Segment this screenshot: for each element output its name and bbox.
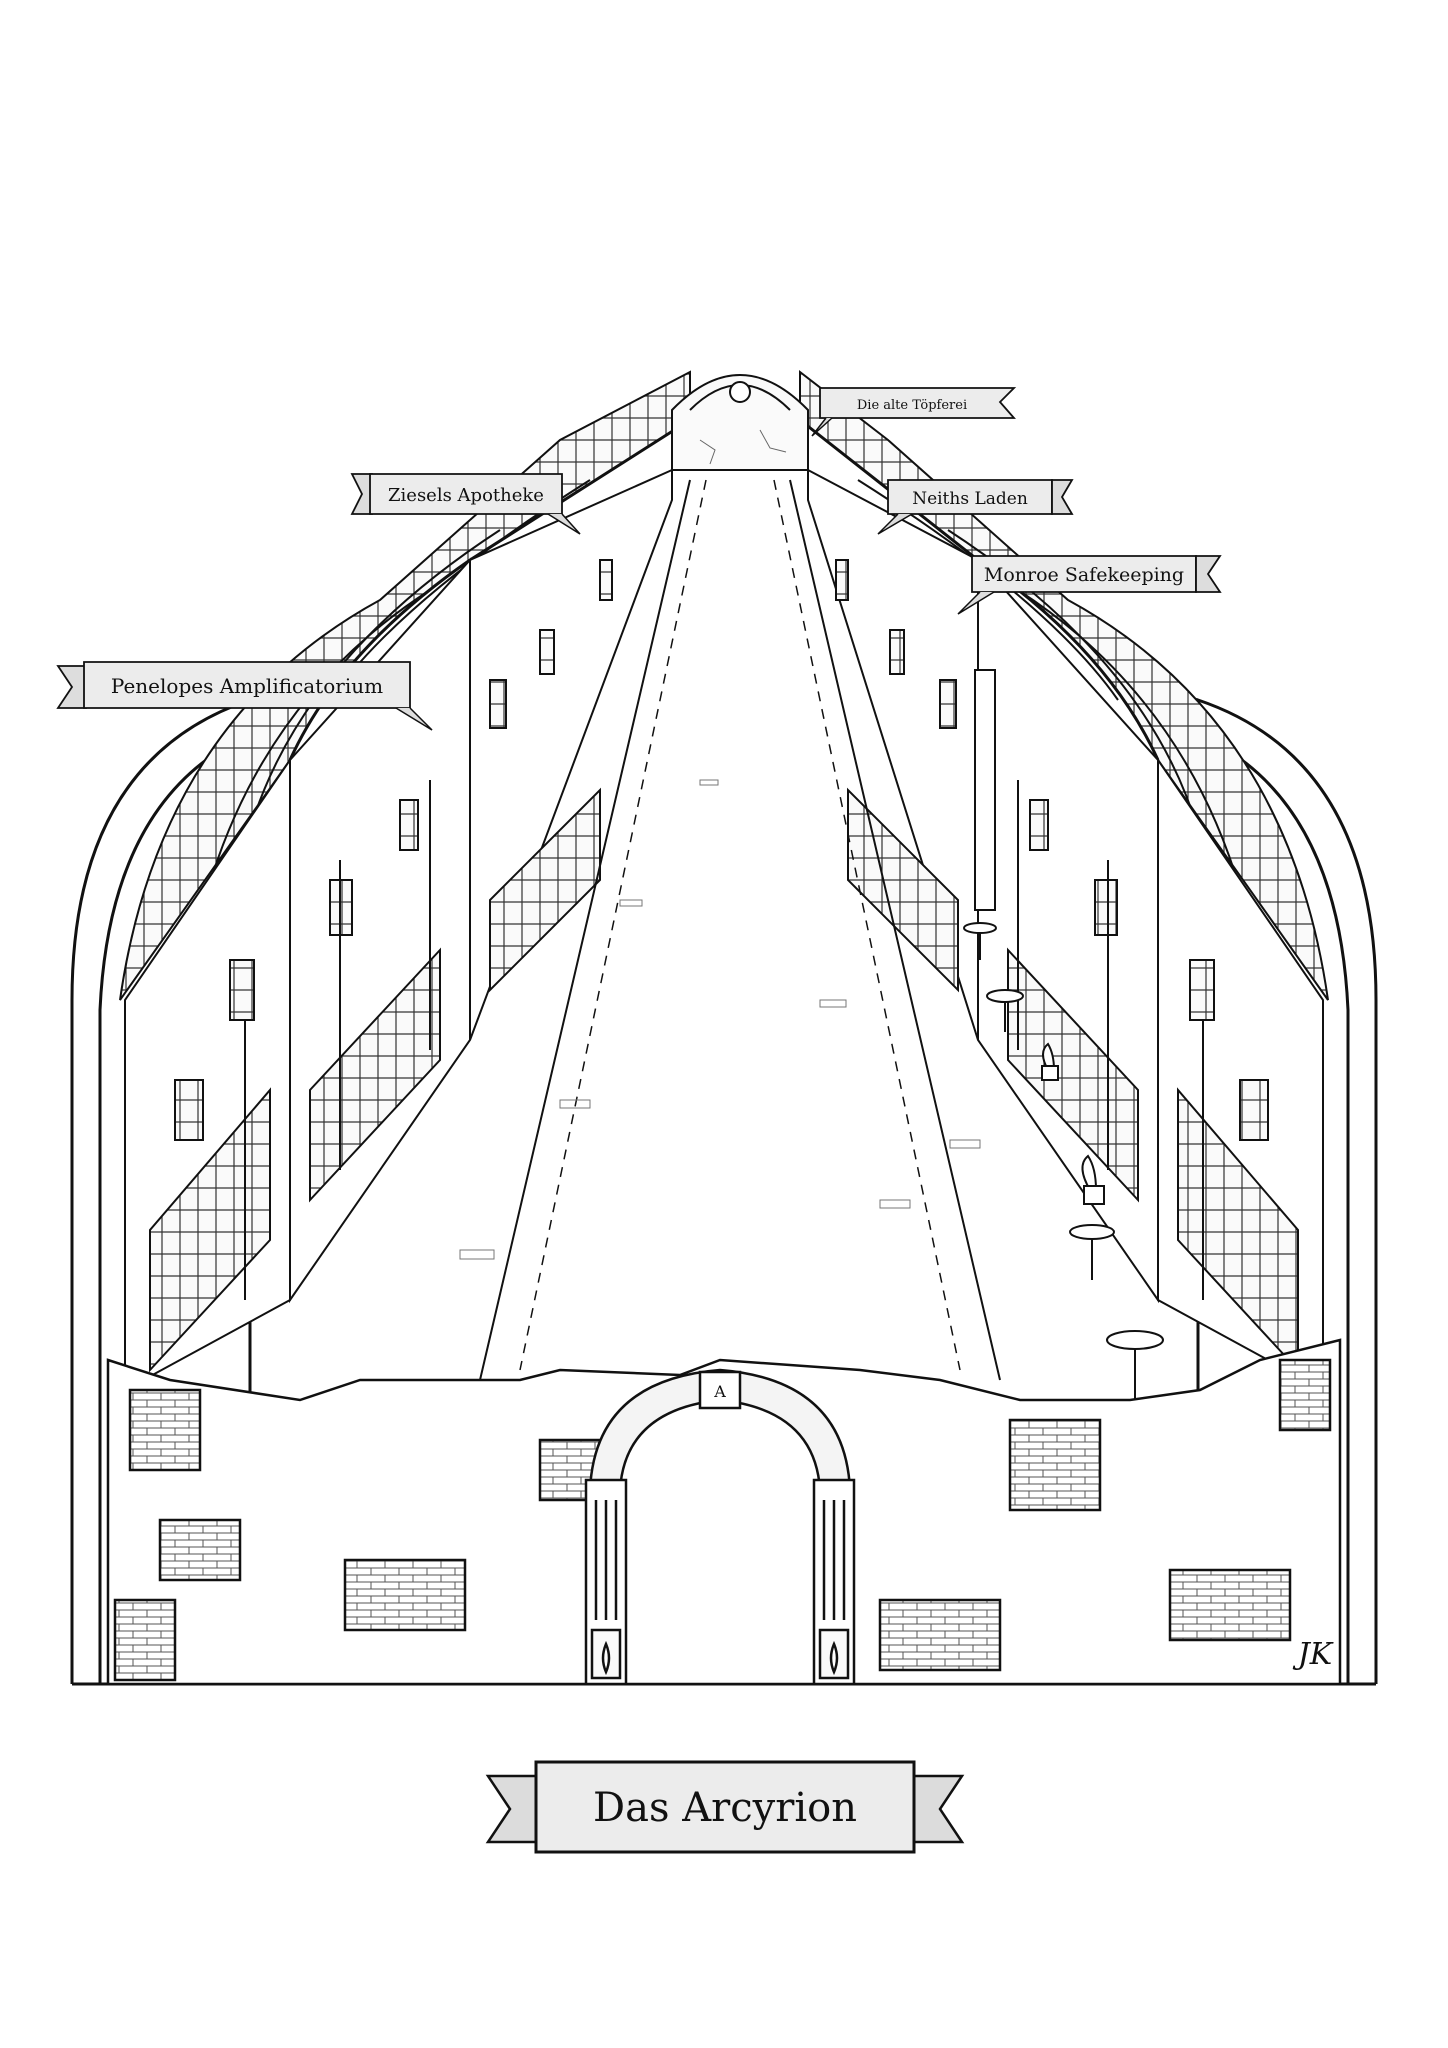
window xyxy=(1029,799,1049,851)
window xyxy=(1094,879,1118,936)
window xyxy=(399,799,419,851)
brick-patch xyxy=(128,1388,202,1472)
brick-patch xyxy=(1278,1358,1332,1432)
label-neiths-laden[interactable]: Neiths Laden xyxy=(877,479,1074,535)
title-banner: Das Arcyrion xyxy=(485,1760,965,1854)
shop-front-left xyxy=(149,1087,271,1373)
leaf-icon xyxy=(601,1640,611,1676)
clock-icon xyxy=(729,381,751,403)
banner-tail xyxy=(957,591,995,615)
window xyxy=(489,679,507,729)
cafe-table xyxy=(986,989,1024,1032)
cafe-table xyxy=(1069,1224,1115,1280)
label-die-alte-topferei[interactable]: Die alte Töpferei xyxy=(811,387,1017,437)
window xyxy=(539,629,555,675)
window xyxy=(835,559,849,601)
banner-tail xyxy=(547,513,581,535)
banner-ribbon-right xyxy=(910,1774,965,1844)
shop-front-left xyxy=(489,787,601,993)
brick-patch xyxy=(1168,1568,1292,1642)
plant-icon xyxy=(1041,1042,1059,1081)
broken-foreground-wall xyxy=(106,1338,1342,1686)
svg-text:A: A xyxy=(713,1382,726,1401)
brick-patch xyxy=(878,1598,1002,1672)
page-title: Das Arcyrion xyxy=(593,1785,857,1831)
window xyxy=(174,1079,204,1141)
window xyxy=(1189,959,1215,1021)
label-text: Ziesels Apotheke xyxy=(388,485,544,506)
brick-patch xyxy=(113,1598,177,1682)
plant-icon xyxy=(1081,1154,1105,1205)
cafe-tables xyxy=(963,922,1164,1400)
right-shop-facades xyxy=(807,468,1324,1392)
stone-column xyxy=(974,669,996,911)
artist-signature: JK xyxy=(1292,1637,1334,1672)
leaf-icon xyxy=(829,1640,839,1676)
banner-tail xyxy=(395,707,433,731)
label-ziesels-apotheke[interactable]: Ziesels Apotheke xyxy=(350,473,581,535)
brick-patch xyxy=(1008,1418,1102,1512)
far-end-wall xyxy=(671,374,809,471)
banner-tail xyxy=(811,417,833,437)
label-text: Die alte Töpferei xyxy=(857,398,967,413)
banner-tail xyxy=(877,513,913,535)
label-text: Neiths Laden xyxy=(912,489,1028,509)
shop-front-right xyxy=(1007,947,1139,1203)
brick-patch xyxy=(158,1518,242,1582)
label-text: Penelopes Amplificatorium xyxy=(111,674,383,698)
window xyxy=(599,559,613,601)
window xyxy=(889,629,905,675)
label-text: Monroe Safekeeping xyxy=(984,564,1184,586)
left-shop-facades xyxy=(124,468,673,1392)
cafe-table xyxy=(1106,1330,1164,1400)
shop-front-right xyxy=(847,787,959,993)
label-penelopes-amplificatorium[interactable]: Penelopes Amplificatorium xyxy=(56,661,433,731)
shop-front-left xyxy=(309,947,441,1203)
window xyxy=(229,959,255,1021)
label-monroe-safekeeping[interactable]: Monroe Safekeeping xyxy=(957,555,1222,615)
cafe-table xyxy=(963,922,997,960)
street xyxy=(459,479,1001,1381)
window xyxy=(939,679,957,729)
entrance-arch: A xyxy=(584,1368,856,1686)
keystone-emblem xyxy=(698,1370,742,1410)
shop-front-right xyxy=(1177,1087,1299,1373)
window xyxy=(1239,1079,1269,1141)
banner-ribbon-left xyxy=(485,1774,540,1844)
brick-patch xyxy=(343,1558,467,1632)
